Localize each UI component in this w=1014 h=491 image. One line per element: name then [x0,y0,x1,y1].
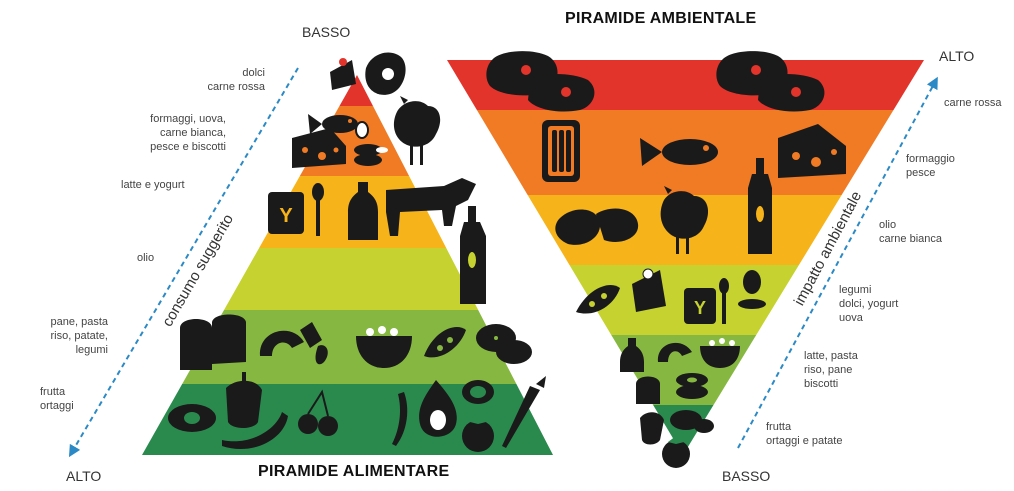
food-bottom-label: ALTO [66,468,102,484]
environmental-pyramid-icons: Y [486,51,846,468]
pasta-icon [259,322,328,365]
bread-icon [180,314,246,370]
env-level-label: olio carne bianca [879,219,942,245]
cherry-icon [298,389,338,436]
env-level-label: latte, pasta riso, pane biscotti [804,350,858,390]
bread-icon [636,376,660,404]
env-level-label: legumi dolci, yogurt uova [839,284,899,324]
fish-icon [308,114,358,134]
food-level-label: olio [137,252,155,264]
env-level-label: frutta ortaggi e patate [766,421,843,447]
steak-icon [716,51,825,112]
pepper-icon [640,412,664,445]
egg-icon [355,121,369,139]
cow-icon [386,178,476,236]
potato-icon [670,410,714,433]
environmental-top-label: ALTO [939,48,975,64]
tomato-icon [662,436,690,468]
food-level-label: frutta ortaggi [40,386,74,412]
chicken-breast-icon [555,208,639,245]
onion-icon [419,380,457,437]
environmental-pyramid-title: PIRAMIDE AMBIENTALE [565,10,757,27]
sardine-can-icon [542,120,580,182]
env-level-label: carne rossa [944,97,1002,109]
impact-axis-arrow [737,76,938,449]
svg-text:Y: Y [279,205,293,227]
chili-icon [392,392,408,446]
food-pyramid-title: PIRAMIDE ALIMENTARE [258,463,450,480]
cheese-icon [778,124,846,178]
food-band-dark-green [142,384,553,455]
pepper-icon [226,372,262,428]
food-pyramid-icons: Y [168,52,546,452]
potato-icon [476,324,532,364]
tomato-icon [462,416,494,452]
egg-icon [738,270,766,309]
eggplant-icon [222,412,288,450]
meat-icon [365,52,406,95]
chicken-icon [393,96,441,165]
svg-text:Y: Y [694,298,706,318]
env-level-label: formaggio pesce [906,153,955,179]
cheese-icon [292,128,346,168]
avocado-icon [168,404,216,432]
food-level-label: formaggi, uova, carne bianca, pesce e bi… [150,113,226,153]
onion-half-icon [462,380,494,404]
rice-bowl-icon [356,326,412,368]
rice-bowl-icon [700,338,740,368]
pasta-icon [657,342,692,362]
food-level-label: dolci carne rossa [207,67,265,93]
biscuits-icon [676,373,708,399]
carrot-icon [502,376,546,448]
consumption-axis-arrow [68,67,299,458]
chicken-icon [660,186,709,254]
fish-icon [640,138,718,166]
oil-bottle-icon [460,206,486,304]
cake-icon [330,58,356,90]
steak-icon [486,51,595,112]
oil-bottle-icon [748,158,772,254]
spoon-icon [719,278,729,324]
yogurt-icon: Y [268,192,304,234]
spoon-icon [312,183,324,236]
environmental-bottom-label: BASSO [722,468,771,484]
milk-bottle-icon [348,182,378,240]
biscuits-icon [354,144,388,166]
peapod-icon [424,327,466,358]
food-level-label: pane, pasta riso, patate, legumi [50,316,109,356]
food-top-label: BASSO [302,24,351,40]
milk-bottle-icon [620,338,644,372]
yogurt-icon: Y [684,288,716,324]
food-level-label: latte e yogurt [121,179,185,191]
cake-icon [632,268,666,312]
peapod-icon [576,285,620,314]
